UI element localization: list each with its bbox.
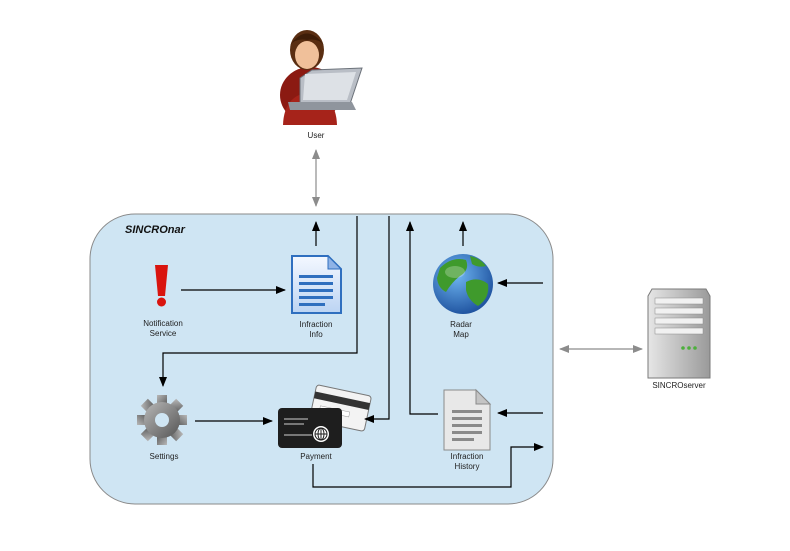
infraction-history-label: Infraction History [432,452,502,472]
infraction-info-label: Infraction Info [281,320,351,340]
server-icon [647,288,711,379]
infraction-history-line2: History [454,462,480,471]
radar-map-label: Radar Map [431,320,491,340]
payment-card-icon [278,384,372,448]
globe-icon [433,254,493,314]
user-label: User [307,131,325,140]
user-avatar-icon [280,30,363,125]
payment-label: Payment [300,452,332,461]
history-document-icon [443,388,492,451]
infraction-history-line1: Infraction [450,452,484,461]
arrow-to-payment [364,216,390,423]
arrow-history-up [406,221,438,415]
container-title: SINCROnar [125,224,185,236]
arrow-to-settings [159,216,358,387]
arrow-payment-out [312,443,544,488]
gear-icon [137,395,187,445]
notification-service-label: Notification Service [128,319,198,339]
radar-map-line2: Map [453,330,469,339]
infraction-info-line1: Infraction [299,320,333,329]
settings-label: Settings [149,452,179,461]
radar-map-line1: Radar [450,320,472,329]
document-icon [291,254,343,314]
server-label: SINCROserver [652,381,706,390]
notification-label-line2: Service [149,329,177,338]
alert-icon [155,265,168,307]
notification-label-line1: Notification [143,319,183,328]
infraction-info-line2: Info [309,330,323,339]
